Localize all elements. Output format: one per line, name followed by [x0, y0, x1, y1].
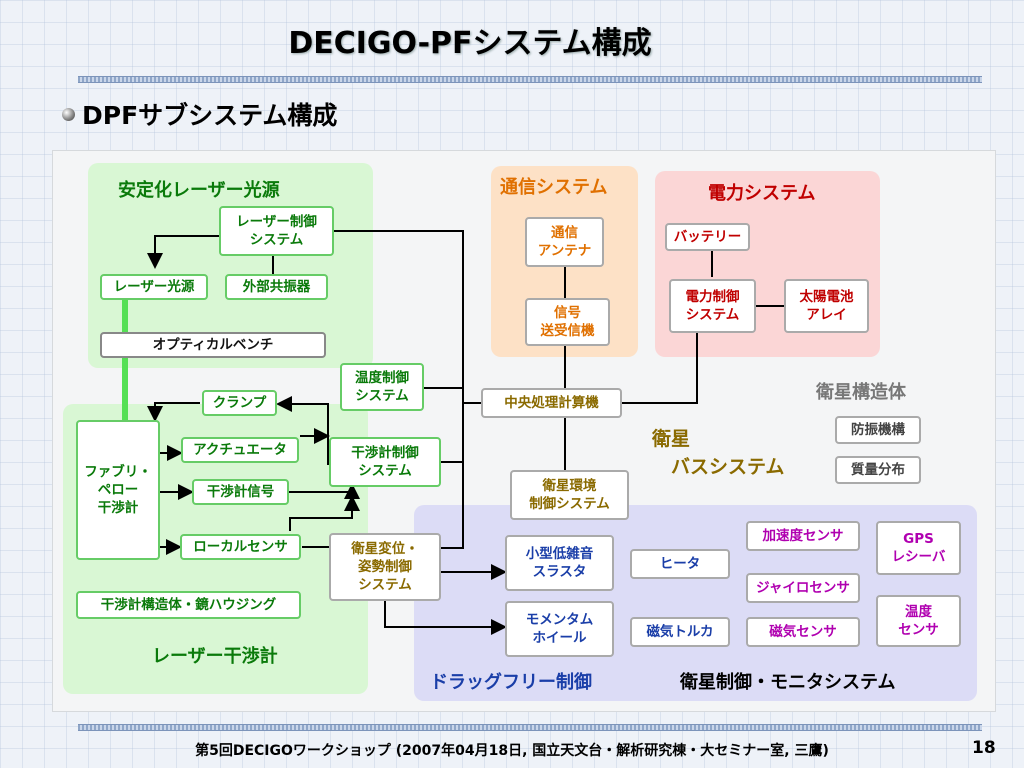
box-gyro-sensor: ジャイロセンサ: [746, 573, 860, 603]
label-laser-interferometer: レーザー干渉計: [152, 646, 278, 667]
box-optical-bench: オプティカルベンチ: [100, 332, 326, 358]
box-mass-distribution: 質量分布: [835, 456, 921, 484]
box-transceiver: 信号 送受信機: [525, 298, 610, 346]
box-thruster: 小型低雑音 スラスタ: [505, 535, 614, 591]
box-ifo-housing: 干渉計構造体・鏡ハウジング: [76, 591, 301, 619]
box-ifo-signal: 干渉計信号: [192, 479, 289, 505]
box-attitude-control: 衛星変位・ 姿勢制御 システム: [329, 533, 441, 601]
box-temp-control: 温度制御 システム: [340, 363, 424, 411]
box-external-cavity: 外部共振器: [225, 274, 328, 300]
box-clamp: クランプ: [202, 390, 277, 416]
box-central-computer: 中央処理計算機: [481, 388, 622, 418]
footer-divider: [78, 724, 982, 731]
label-bus: 衛星 バスシステム: [652, 428, 785, 478]
bullet-heading: DPFサブシステム構成: [82, 101, 338, 130]
label-power: 電力システム: [708, 183, 816, 204]
slide-title: DECIGO-PFシステム構成: [288, 26, 652, 61]
box-laser-source: レーザー光源: [100, 274, 208, 300]
label-dragfree: ドラッグフリー制御: [430, 672, 592, 693]
label-structure: 衛星構造体: [816, 382, 906, 403]
box-solar-array: 太陽電池 アレイ: [784, 279, 869, 333]
box-laser-control: レーザー制御 システム: [219, 206, 334, 256]
box-temp-sensor: 温度 センサ: [876, 595, 961, 647]
box-fabry-perot: ファブリ・ ペロー 干渉計: [76, 420, 160, 560]
box-mag-sensor: 磁気センサ: [746, 617, 860, 647]
box-comm-antenna: 通信 アンテナ: [525, 217, 604, 267]
box-vibration-isolation: 防振機構: [835, 416, 921, 444]
title-divider: [78, 76, 982, 83]
box-power-control: 電力制御 システム: [669, 279, 756, 333]
box-gps-receiver: GPS レシーバ: [876, 521, 961, 575]
box-env-control: 衛星環境 制御システム: [510, 470, 629, 520]
box-actuator: アクチュエータ: [181, 437, 299, 463]
label-comm: 通信システム: [500, 177, 608, 198]
box-battery: バッテリー: [665, 223, 750, 251]
box-accel-sensor: 加速度センサ: [746, 521, 860, 551]
bullet-icon: [62, 108, 75, 121]
label-monitor: 衛星制御・モニタシステム: [680, 672, 896, 693]
page-number: 18: [972, 738, 996, 758]
box-ifo-control: 干渉計制御 システム: [329, 437, 441, 487]
box-heater: ヒータ: [630, 549, 730, 579]
box-local-sensor: ローカルセンサ: [180, 534, 301, 560]
box-mag-torquer: 磁気トルカ: [630, 617, 730, 647]
box-momentum-wheel: モメンタム ホイール: [505, 601, 614, 657]
footer-text: 第5回DECIGOワークショップ (2007年04月18日, 国立天文台・解析研…: [195, 743, 829, 759]
label-laser-source: 安定化レーザー光源: [118, 180, 280, 201]
